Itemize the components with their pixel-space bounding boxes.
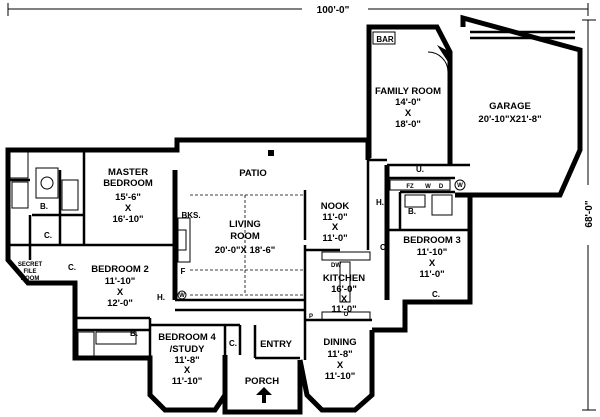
label-dw: DW: [331, 263, 341, 269]
label-patio: PATIO: [239, 168, 267, 179]
label-c-bedroom2-closet: C.: [68, 263, 76, 272]
bar-label: BAR: [376, 35, 394, 44]
secret-file-room-name2: FILE: [24, 269, 37, 275]
living-room-name1: LIVING: [229, 219, 261, 230]
label-master-bedroom: MASTER BEDROOM 15'-6" X 16'-10": [103, 167, 153, 225]
dining-depth: 11'-10": [325, 371, 356, 382]
bedroom2-x: X: [117, 287, 124, 298]
kitchen-x: X: [341, 294, 348, 305]
porch-name: PORCH: [245, 376, 279, 387]
label-c-bedroom4-closet: C.: [229, 339, 237, 348]
label-p: P: [309, 314, 313, 320]
dining-width: 11'-8": [327, 349, 352, 360]
label-dining: DINING 11'-8" X 11'-10": [323, 337, 356, 382]
nook-name: NOOK: [321, 201, 350, 212]
width-label: 100'-0": [317, 5, 350, 16]
label-garage: GARAGE 20'-10"X21'-8": [478, 101, 541, 125]
label-bedroom-4: BEDROOM 4 /STUDY 11'-8" X 11'-10": [158, 332, 216, 387]
bedroom3-depth: 11'-0": [419, 269, 444, 280]
label-living-room: LIVING ROOM 20'-0"X 18'-6": [215, 219, 276, 256]
nook-depth: 11'-0": [322, 233, 347, 244]
label-h-hall-west: H.: [157, 293, 165, 302]
kitchen-name: KITCHEN: [323, 273, 365, 284]
secret-file-room-name1: SECRET: [18, 262, 43, 268]
bedroom3-x: X: [429, 258, 436, 269]
bedroom4-name1: BEDROOM 4: [158, 332, 216, 343]
label-b-master-bath: B.: [40, 202, 48, 211]
bedroom2-width: 11'-10": [105, 276, 136, 287]
label-bks: BKS.: [181, 211, 200, 220]
label-h-hall-east: H.: [376, 198, 384, 207]
family-room-width: 14'-0": [395, 97, 421, 108]
family-room-name: FAMILY ROOM: [375, 86, 441, 97]
label-o: O: [344, 312, 349, 318]
label-nook: NOOK 11'-0" X 11'-0": [321, 201, 350, 244]
master-bedroom-name2: BEDROOM: [103, 178, 153, 189]
label-c-bedroom3-closet-b: C.: [432, 290, 440, 299]
garage-name: GARAGE: [489, 101, 531, 112]
family-room-x: X: [405, 108, 412, 119]
master-bedroom-name1: MASTER: [108, 167, 148, 178]
width-dimension: 100'-0": [7, 3, 589, 16]
master-bedroom-depth: 16'-10": [112, 214, 143, 225]
label-c-master-closet: C.: [44, 231, 52, 240]
label-bedroom-3: BEDROOM 3 11'-10" X 11'-0": [403, 235, 461, 280]
bedroom4-x: X: [184, 365, 191, 376]
fixtures: [9, 31, 466, 403]
label-secret-file-room: SECRET FILE ROOM: [18, 262, 43, 282]
secret-file-room-name3: ROOM: [21, 276, 40, 282]
kitchen-width: 16'-0": [331, 284, 357, 295]
master-bedroom-width: 15'-6": [115, 192, 141, 203]
label-b-hall-bath: B.: [130, 329, 138, 338]
bedroom4-width: 11'-8": [174, 355, 199, 366]
depth-label: 68'-0": [584, 200, 595, 227]
label-kitchen: KITCHEN 16'-0" X 11'-0": [323, 273, 365, 315]
dining-name: DINING: [323, 337, 356, 348]
label-f: F: [181, 267, 186, 276]
entry-name: ENTRY: [260, 339, 293, 350]
bedroom3-width: 11'-10": [417, 247, 448, 258]
bedroom2-name: BEDROOM 2: [91, 264, 149, 275]
label-porch: PORCH: [245, 376, 279, 387]
bedroom3-name: BEDROOM 3: [403, 235, 461, 246]
kitchen-depth: 11'-0": [331, 304, 356, 315]
exterior-walls: [5, 14, 583, 415]
label-w-living: W: [179, 293, 185, 299]
label-w-water-heater: W: [457, 183, 463, 189]
label-bedroom-2: BEDROOM 2 11'-10" X 12'-0": [91, 264, 149, 309]
bedroom4-depth: 11'-10": [172, 376, 203, 387]
bedroom2-depth: 12'-0": [107, 298, 133, 309]
depth-dimension: 68'-0": [582, 19, 596, 411]
label-w-utility: W: [425, 184, 431, 190]
label-bar: BAR: [376, 35, 394, 44]
label-entry: ENTRY: [260, 339, 293, 350]
living-room-size: 20'-0"X 18'-6": [215, 245, 276, 256]
label-family-room: FAMILY ROOM 14'-0" X 18'-0": [375, 86, 441, 130]
label-fz: FZ: [406, 184, 414, 190]
dining-x: X: [337, 360, 344, 371]
small-labels: B. C. C. H. B. C. H. U. B. C. C. BKS. F …: [40, 165, 463, 348]
nook-width: 11'-0": [322, 212, 347, 223]
bedroom4-name2: /STUDY: [170, 344, 206, 355]
label-b-bedroom3-bath: B.: [408, 207, 416, 216]
garage-size: 20'-10"X21'-8": [478, 114, 541, 125]
master-bedroom-x: X: [125, 203, 132, 214]
nook-x: X: [332, 222, 339, 233]
label-d: D: [439, 184, 444, 190]
label-c-bedroom3-closet-a: C.: [380, 243, 388, 252]
patio-name: PATIO: [239, 168, 267, 179]
living-room-name2: ROOM: [230, 231, 260, 242]
family-room-depth: 18'-0": [395, 119, 421, 130]
label-u-utility: U.: [416, 165, 424, 174]
